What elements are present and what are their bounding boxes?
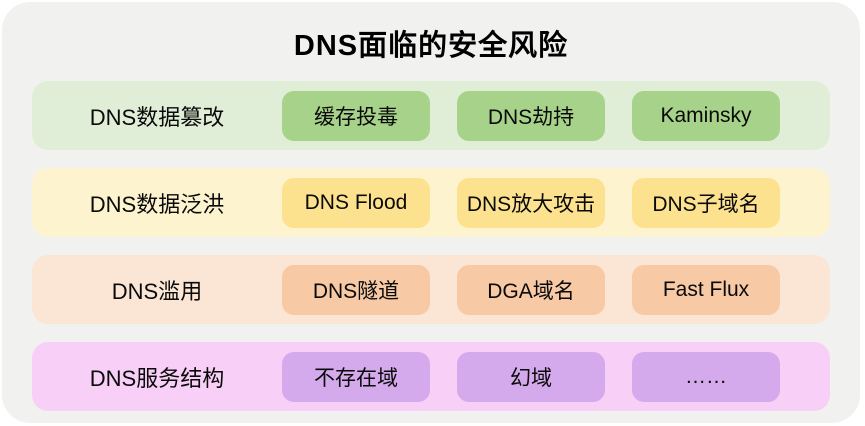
risk-item: DNS放大攻击 [457,177,605,228]
risk-item: 缓存投毒 [282,90,430,141]
risk-item: Kaminsky [632,90,780,141]
risk-item: 幻域 [457,351,605,402]
risk-item: DNS劫持 [457,90,605,141]
risk-item: 不存在域 [282,351,430,402]
risk-item: DGA域名 [457,264,605,315]
risk-item: …… [632,351,780,402]
risk-item: Fast Flux [632,264,780,315]
diagram-title: DNS面临的安全风险 [293,30,569,62]
risk-row-data-tampering: DNS数据篡改 缓存投毒 DNS劫持 Kaminsky [32,81,830,150]
risk-row-data-flooding: DNS数据泛洪 DNS Flood DNS放大攻击 DNS子域名 [32,168,830,237]
row-label: DNS数据篡改 [89,104,225,130]
risk-item: DNS Flood [282,177,430,228]
row-label: DNS数据泛洪 [89,191,225,217]
risk-item: DNS子域名 [632,177,780,228]
row-label: DNS服务结构 [89,365,225,391]
risk-rows: DNS数据篡改 缓存投毒 DNS劫持 Kaminsky DNS数据泛洪 DNS … [32,81,830,426]
risk-row-dns-abuse: DNS滥用 DNS隧道 DGA域名 Fast Flux [32,255,830,324]
risk-row-service-structure: DNS服务结构 不存在域 幻域 …… [32,342,830,411]
row-label: DNS滥用 [111,278,203,304]
risk-item: DNS隧道 [282,264,430,315]
